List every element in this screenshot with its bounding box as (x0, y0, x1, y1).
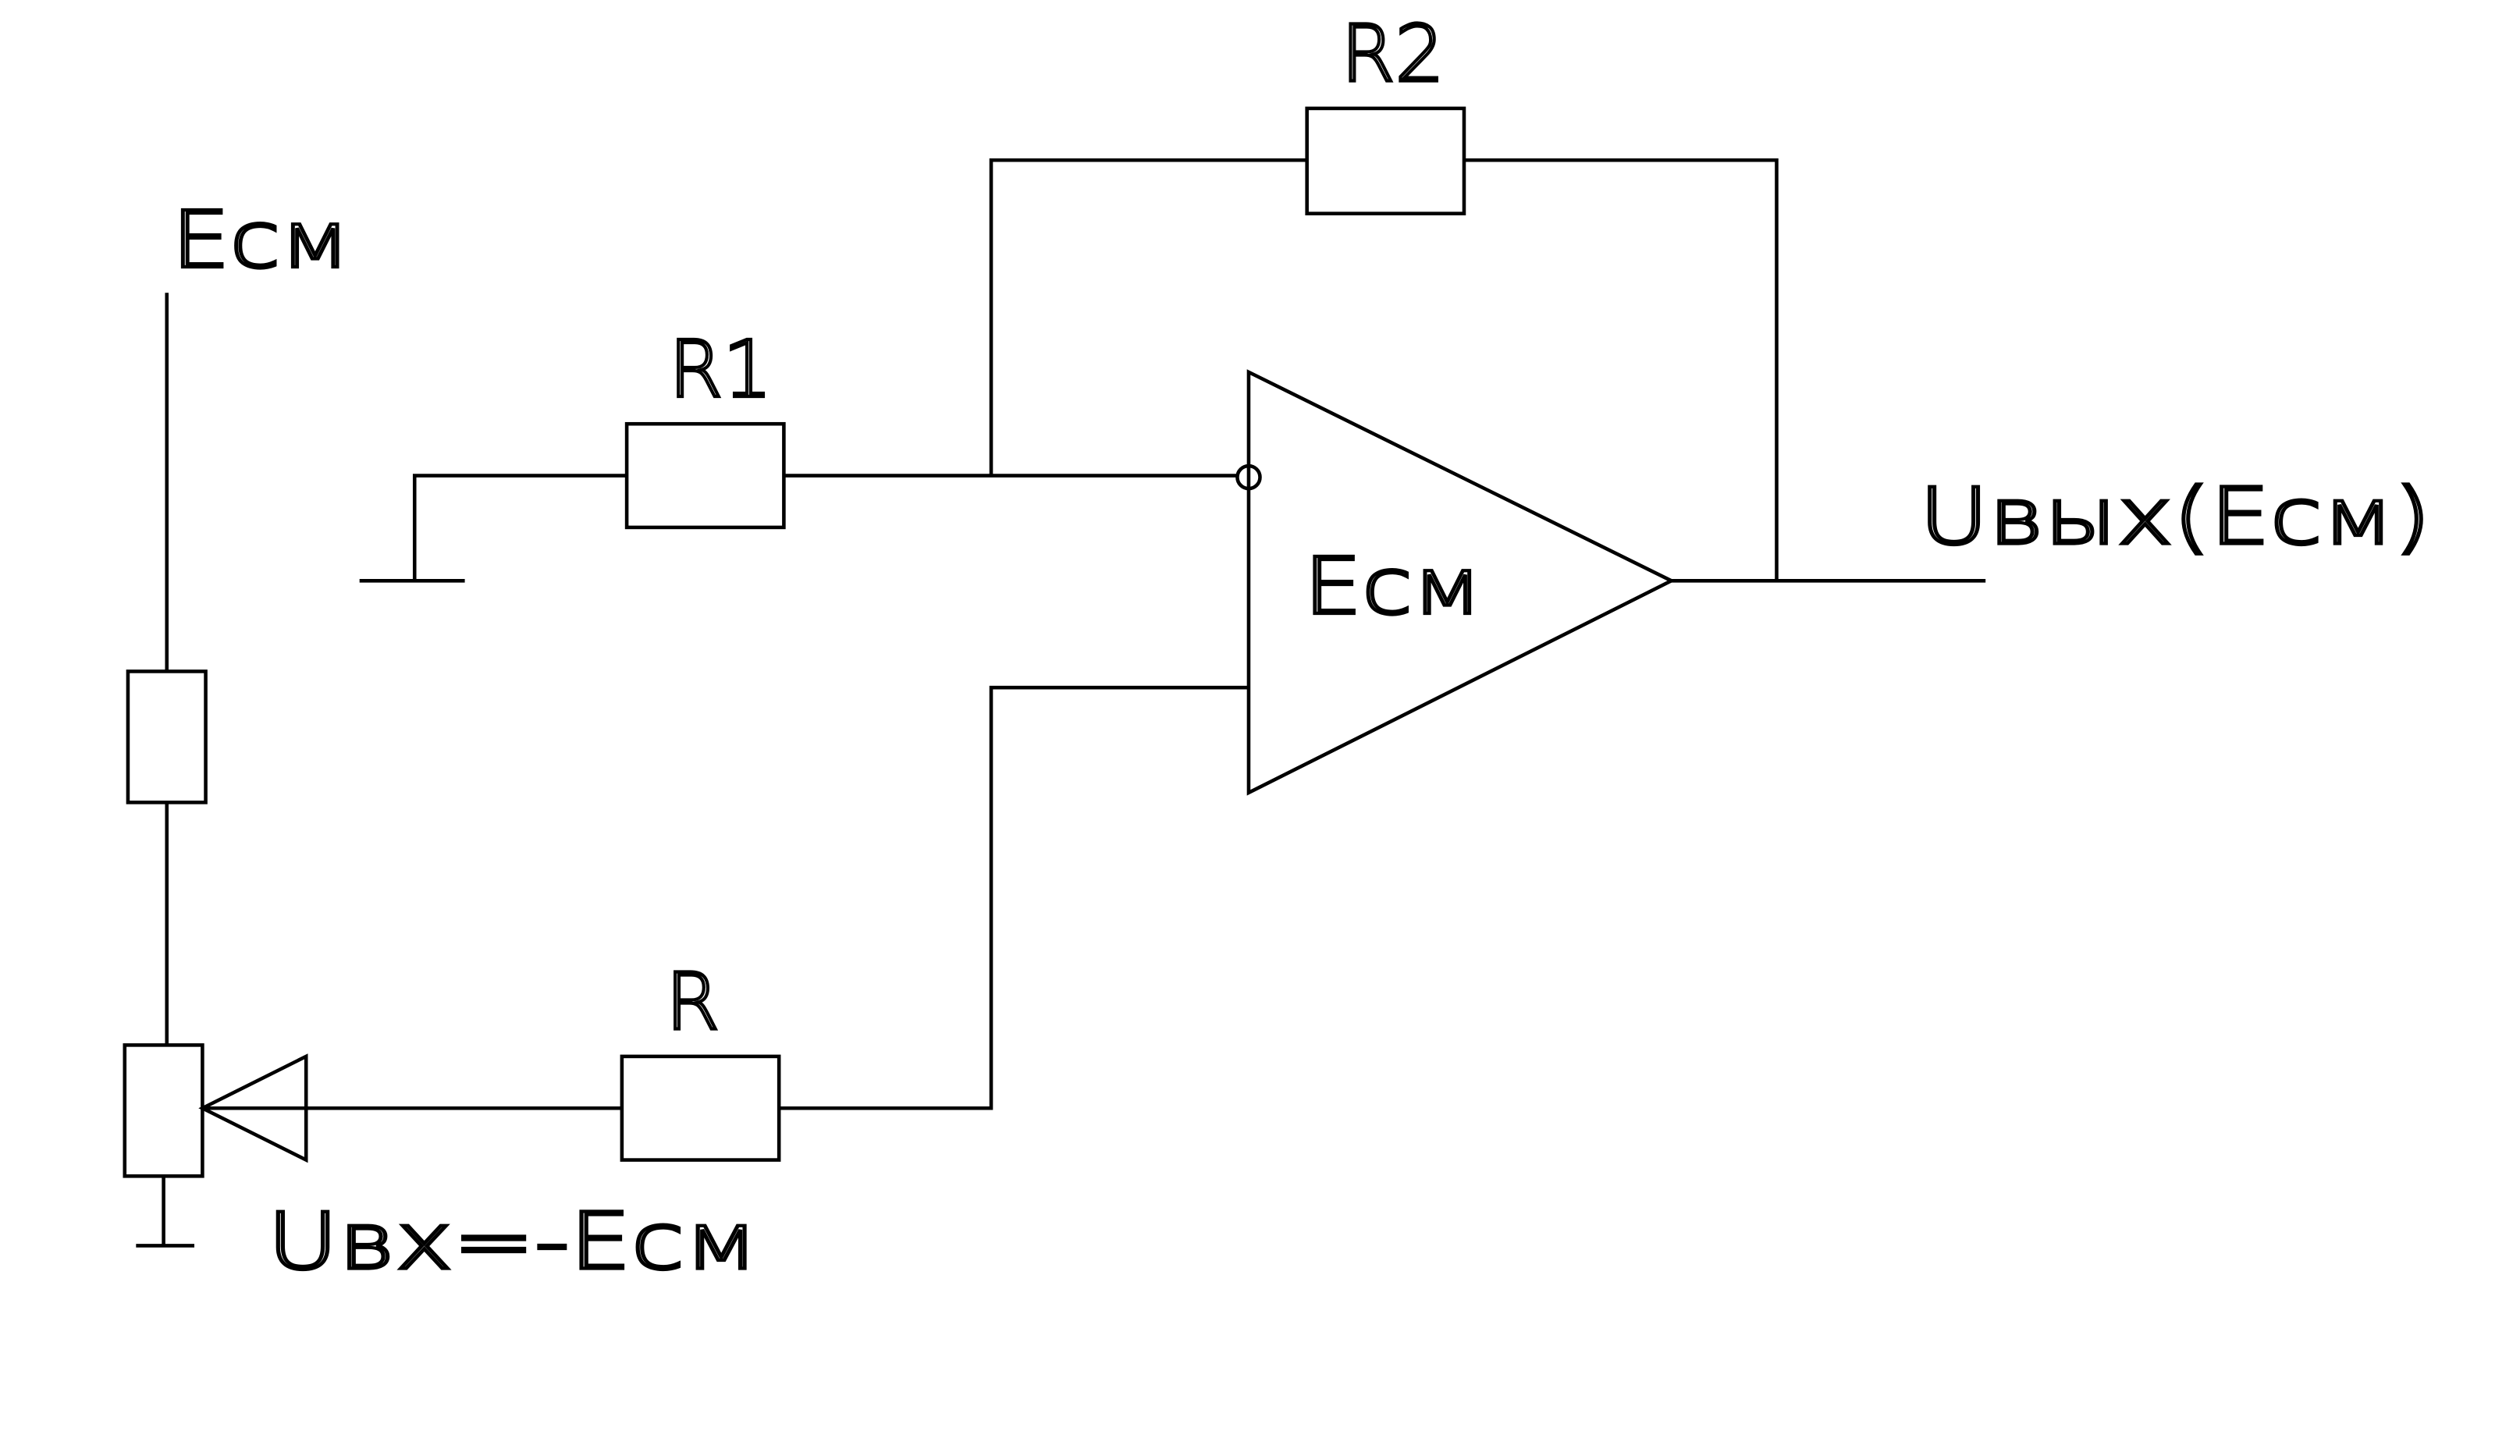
potentiometer (123, 1043, 204, 1178)
r1-ground-wire (412, 474, 627, 581)
label-ecm-supply: Eсм (172, 196, 350, 286)
label-r: R (666, 958, 720, 1048)
resistor-r1 (624, 421, 786, 530)
feedback-wire-left (989, 158, 1307, 476)
label-u-out: Uвых(Eсм) (1919, 473, 2431, 563)
label-r1: R1 (669, 325, 773, 415)
supply-resistor (126, 669, 208, 804)
resistor-r2 (1305, 106, 1466, 215)
label-opamp-ecm: Eсм (1304, 542, 1482, 632)
label-u-in: Uвх=-Eсм (267, 1198, 758, 1287)
resistor-r (620, 1054, 781, 1162)
label-r2: R2 (1341, 10, 1445, 100)
opamp-triangle (1246, 369, 1676, 796)
noninverting-input-wire (779, 685, 1249, 1110)
feedback-wire-right (1463, 158, 1779, 581)
